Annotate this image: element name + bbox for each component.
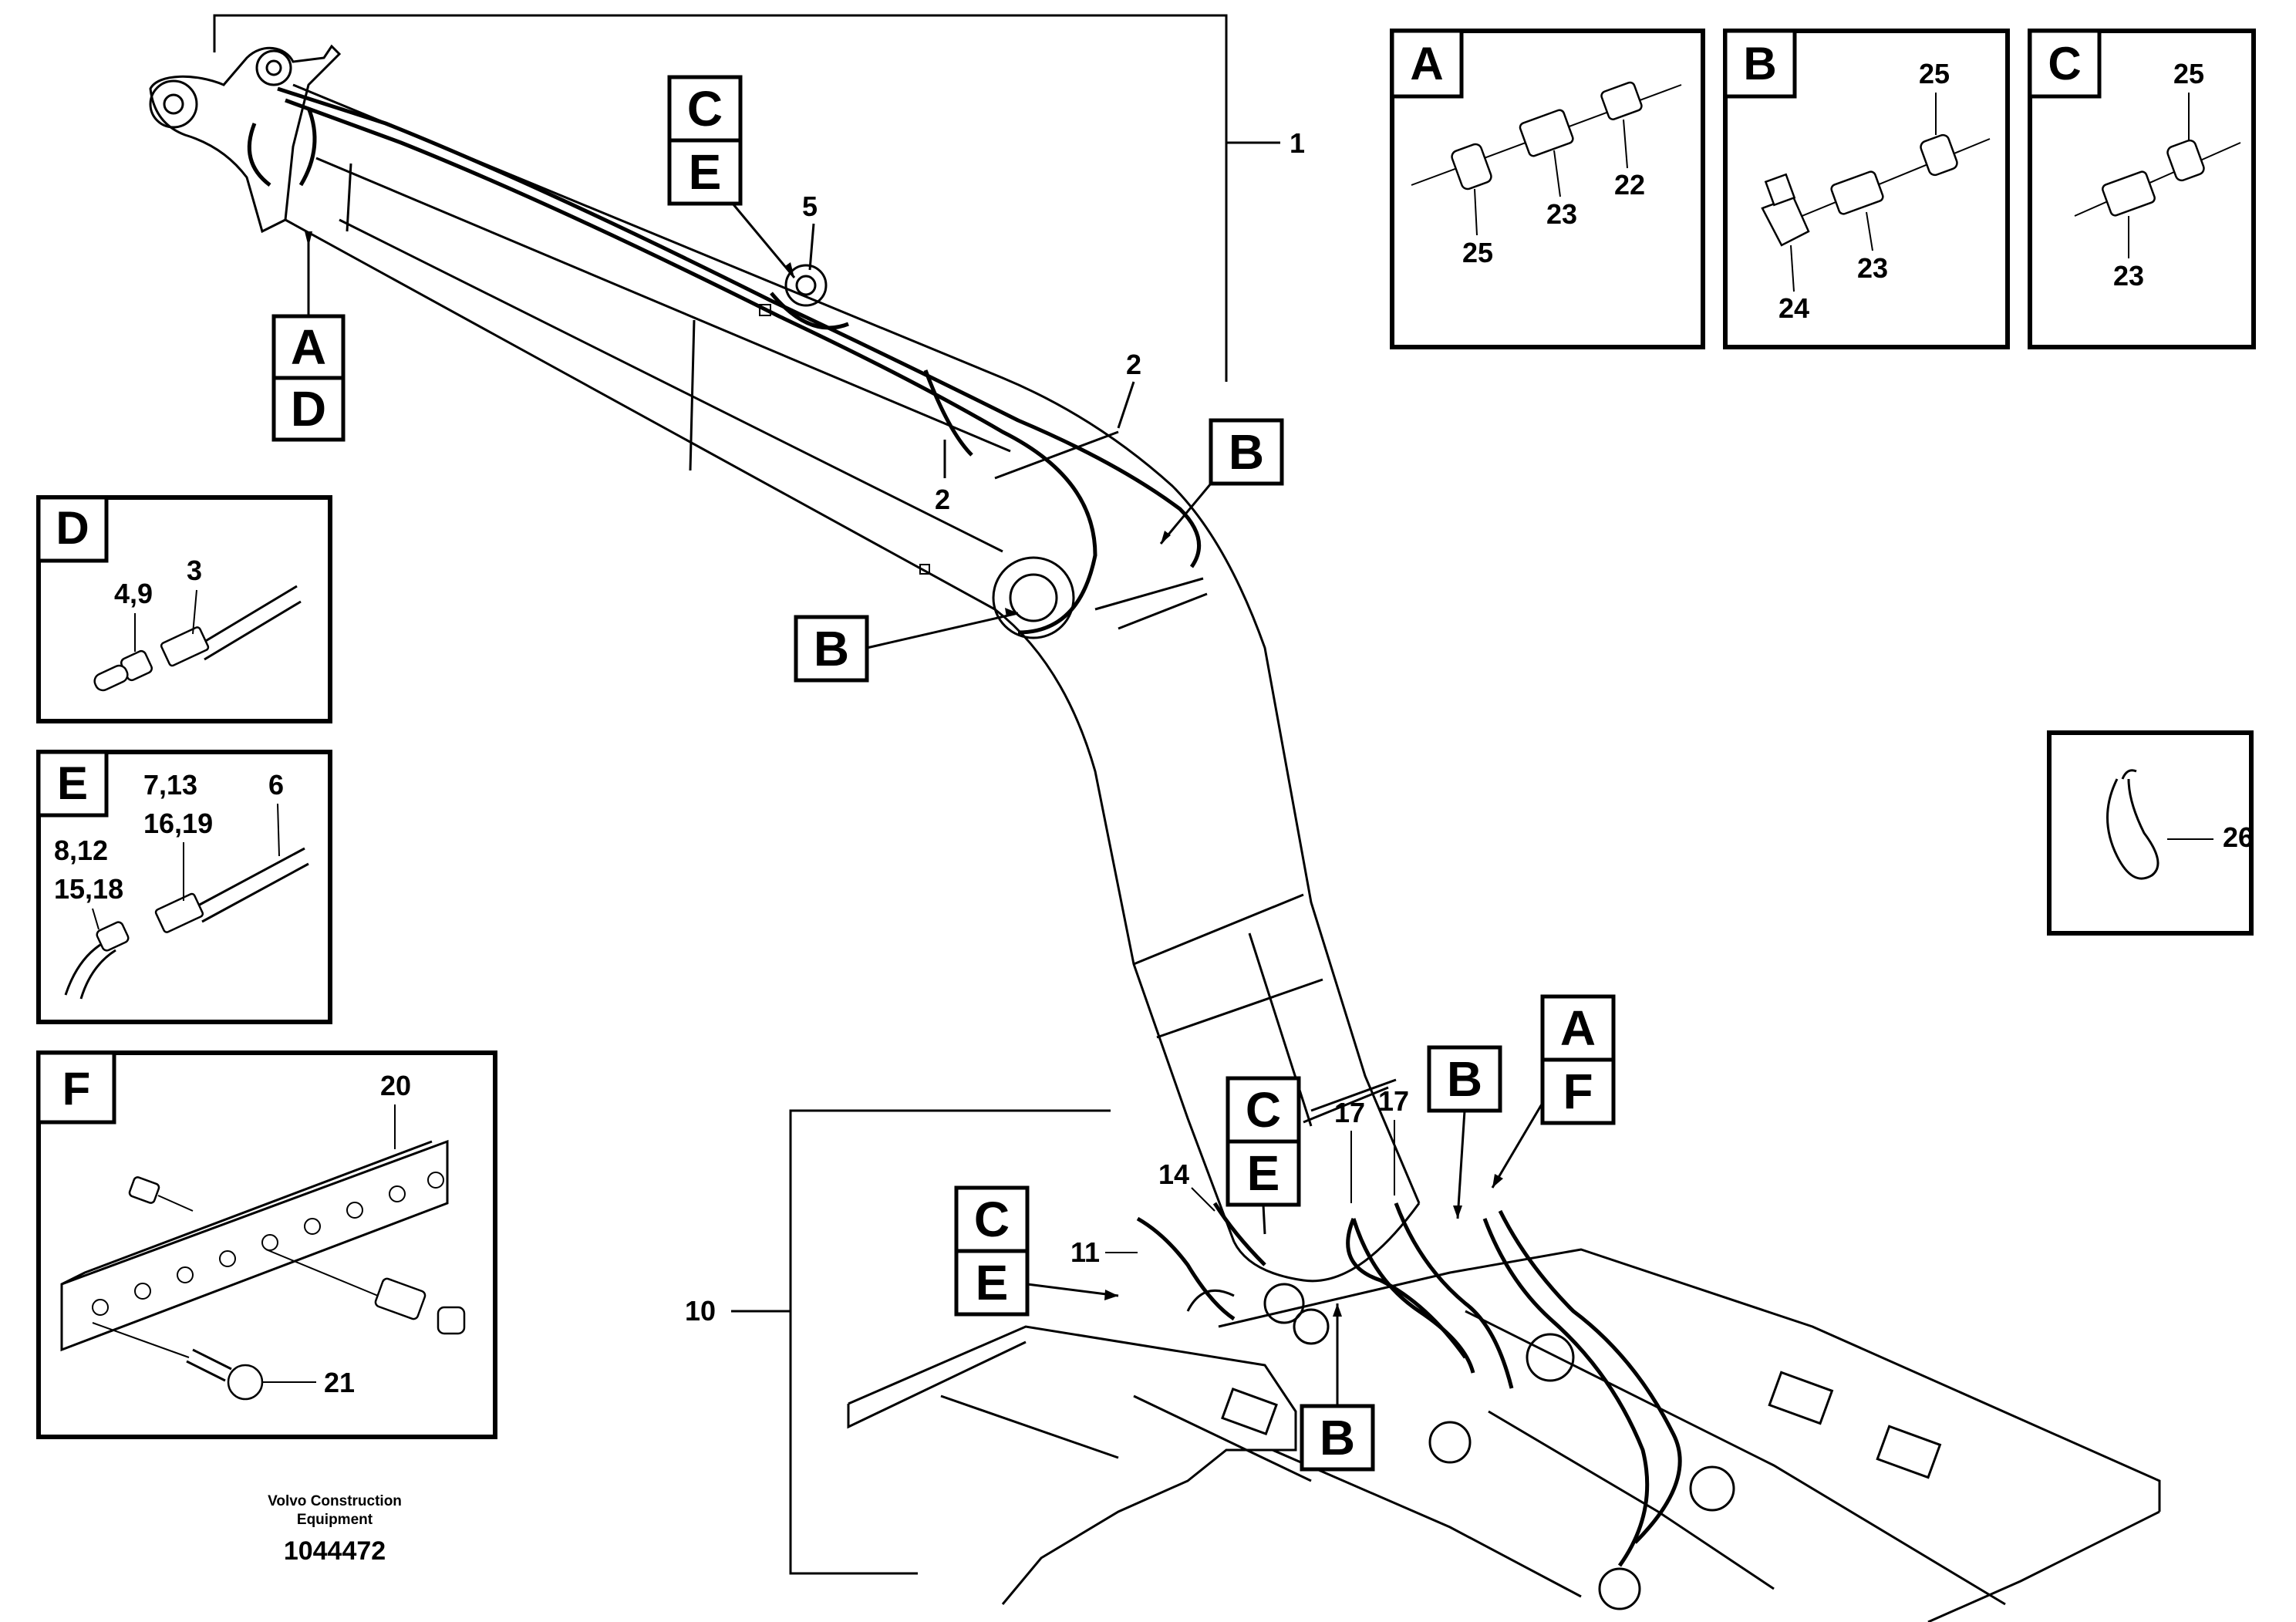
label-item-14: 14: [1158, 1158, 1189, 1190]
detail-a-label-23: 23: [1546, 198, 1577, 230]
detail-c-letter: C: [2048, 38, 2081, 89]
detail-b: B 25 24 23: [1723, 29, 2010, 349]
svg-text:E: E: [976, 1255, 1009, 1310]
detail-b-label-23: 23: [1857, 252, 1888, 284]
detail-b-label-25: 25: [1919, 58, 1950, 89]
boom-arm: [149, 44, 1421, 1243]
callout-b-bottom: B: [1300, 1303, 1375, 1472]
detail-a: A 25 23 22: [1390, 29, 1705, 349]
detail-f-letter: F: [62, 1063, 91, 1114]
detail-c-label-23: 23: [2113, 260, 2144, 292]
label-item-17b: 17: [1378, 1085, 1409, 1117]
item-2-labels: 2 2: [935, 349, 1141, 515]
detail-d-label-3: 3: [187, 555, 202, 586]
detail-e: E 7,13 16,19 6 8,12 15,18: [36, 750, 332, 1024]
detail-c-label-25: 25: [2173, 58, 2204, 89]
base-frame: [847, 1202, 2161, 1622]
label-item-1: 1: [1290, 127, 1305, 159]
svg-text:C: C: [1246, 1082, 1281, 1138]
detail-a-letter: A: [1410, 38, 1443, 89]
maker-line-2: Equipment: [297, 1512, 373, 1528]
label-item-11: 11: [1070, 1236, 1100, 1268]
detail-b-label-24: 24: [1778, 292, 1809, 324]
drawing-number: 1044472: [284, 1536, 386, 1566]
detail-f-label-21: 21: [324, 1367, 355, 1398]
svg-text:B: B: [814, 621, 849, 676]
callout-d-top: D: [291, 381, 326, 437]
callout-group-a-d-top: A D: [271, 231, 346, 442]
detail-d-letter: D: [56, 502, 89, 554]
callout-group-a-f-right: A F: [1491, 994, 1616, 1189]
detail-a-label-22: 22: [1614, 169, 1645, 201]
label-item-2b: 2: [935, 484, 950, 515]
detail-d-label-4-9: 4,9: [114, 578, 153, 609]
label-item-10: 10: [685, 1295, 716, 1327]
callout-b-low: B: [1427, 1045, 1502, 1219]
maker-line-1: Volvo Construction: [268, 1493, 402, 1509]
boom-hoses: [247, 86, 1202, 635]
label-item-2a: 2: [1126, 349, 1141, 380]
svg-text:C: C: [974, 1192, 1010, 1247]
detail-a-label-25: 25: [1462, 237, 1493, 268]
detail-clip: 26: [2047, 730, 2254, 936]
callout-a-top: A: [291, 319, 326, 375]
callout-e-top: E: [689, 144, 722, 200]
detail-b-letter: B: [1743, 38, 1776, 89]
detail-e-label-7-13: 7,13: [143, 769, 197, 801]
item-10-bracket: 10: [685, 1109, 1111, 1575]
label-item-5: 5: [802, 191, 818, 222]
svg-text:A: A: [1560, 1000, 1596, 1056]
callout-c-top: C: [687, 81, 723, 137]
svg-text:B: B: [1229, 424, 1264, 480]
detail-e-label-16-19: 16,19: [143, 808, 213, 839]
detail-e-label-15-18: 15,18: [54, 873, 123, 905]
svg-text:F: F: [1563, 1064, 1593, 1119]
base-hoses: [1136, 1202, 1682, 1567]
detail-f-label-20: 20: [380, 1070, 411, 1101]
svg-text:B: B: [1447, 1051, 1482, 1107]
detail-f: F 20 21: [36, 1050, 497, 1439]
callout-group-c-e-left: C E: [954, 1185, 1119, 1317]
detail-e-label-8-12: 8,12: [54, 835, 108, 866]
detail-e-letter: E: [57, 757, 88, 809]
svg-text:E: E: [1247, 1145, 1280, 1201]
drawing-footer: Volvo Construction Equipment 1044472: [268, 1493, 402, 1566]
detail-e-label-6: 6: [268, 769, 284, 801]
label-item-17a: 17: [1334, 1097, 1365, 1128]
callout-b-right: B: [1159, 418, 1284, 545]
callout-group-c-e-mid: C E: [1226, 1076, 1301, 1235]
label-item-26: 26: [2223, 821, 2254, 853]
svg-text:B: B: [1320, 1410, 1355, 1465]
detail-c: C 25 23: [2028, 29, 2256, 349]
callout-b-mid: B: [794, 608, 1019, 683]
lower-item-labels: 14 11 17 17: [1070, 1085, 1409, 1268]
callout-group-c-e-top: C E 5: [667, 75, 818, 278]
detail-d: D 4,9 3: [36, 495, 332, 723]
item-1-bracket: 1: [213, 14, 1305, 382]
